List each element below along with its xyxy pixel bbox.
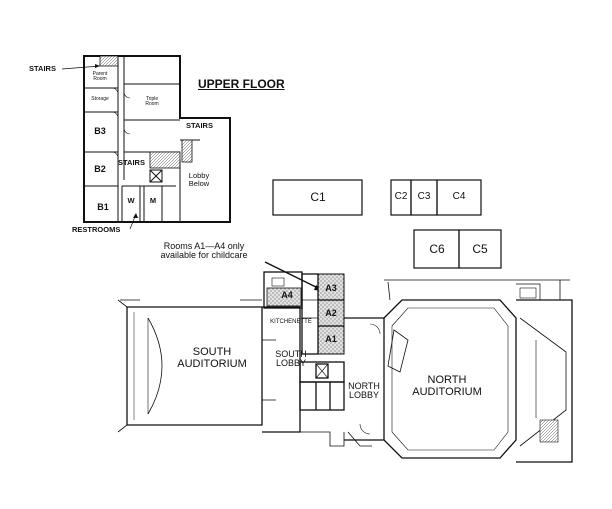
mens-restroom-label: M [149, 196, 157, 205]
north-lobby-line1: NORTH [348, 381, 380, 391]
room-c5-label: C5 [472, 242, 488, 256]
south-lobby-label: SOUTH LOBBY [275, 349, 307, 369]
upper-floor-plan [83, 55, 231, 223]
room-c1 [272, 179, 363, 216]
upper-floor-title: UPPER FLOOR [198, 77, 285, 91]
room-c3-label: C3 [417, 191, 431, 202]
room-a3-label: A3 [325, 283, 337, 293]
main-floor-plan [117, 271, 573, 463]
upper-stairs-mid-label: STAIRS [118, 158, 145, 167]
womens-restroom-label: W [127, 196, 135, 205]
parent-room-label: Parent Room [92, 71, 108, 83]
childcare-note-line2: available for childcare [160, 250, 248, 261]
room-c4-label: C4 [452, 191, 466, 202]
storage-label: Storage [91, 96, 109, 102]
north-lobby-label: NORTH LOBBY [348, 381, 380, 401]
room-a4-label: A4 [281, 290, 293, 300]
room-c1-label: C1 [310, 190, 326, 204]
north-auditorium-line2: AUDITORIUM [412, 385, 482, 398]
triple-room-label: Triple Room [145, 96, 159, 108]
south-lobby-line1: SOUTH [275, 349, 307, 359]
room-a1-label: A1 [325, 334, 337, 344]
childcare-note-line1: Rooms A1—A4 only [163, 241, 245, 251]
south-auditorium-label: SOUTH AUDITORIUM [177, 346, 247, 370]
childcare-note: Rooms A1—A4 only available for childcare [160, 241, 248, 261]
upper-stairs-right-label: STAIRS [186, 121, 213, 130]
room-c4 [436, 179, 482, 216]
room-b1-label: B1 [97, 202, 109, 212]
room-b2-label: B2 [94, 164, 106, 174]
restrooms-label: RESTROOMS [72, 225, 121, 234]
south-lobby-line2: LOBBY [275, 358, 306, 369]
room-c5 [458, 229, 502, 269]
north-lobby-line2: LOBBY [348, 390, 379, 401]
room-b3-label: B3 [94, 126, 106, 136]
north-auditorium-label: NORTH AUDITORIUM [412, 374, 482, 398]
upper-stairs-label: STAIRS [29, 64, 56, 73]
north-auditorium-line1: NORTH [427, 374, 467, 386]
lobby-below-label: Lobby Below [188, 171, 210, 188]
room-c2-label: C2 [394, 191, 408, 202]
kitchenette-label: KITCHENETTE [270, 319, 312, 325]
south-auditorium-line1: SOUTH [192, 346, 232, 358]
room-c6-label: C6 [429, 242, 445, 256]
south-auditorium-line2: AUDITORIUM [177, 357, 247, 370]
room-a2-label: A2 [325, 308, 337, 318]
